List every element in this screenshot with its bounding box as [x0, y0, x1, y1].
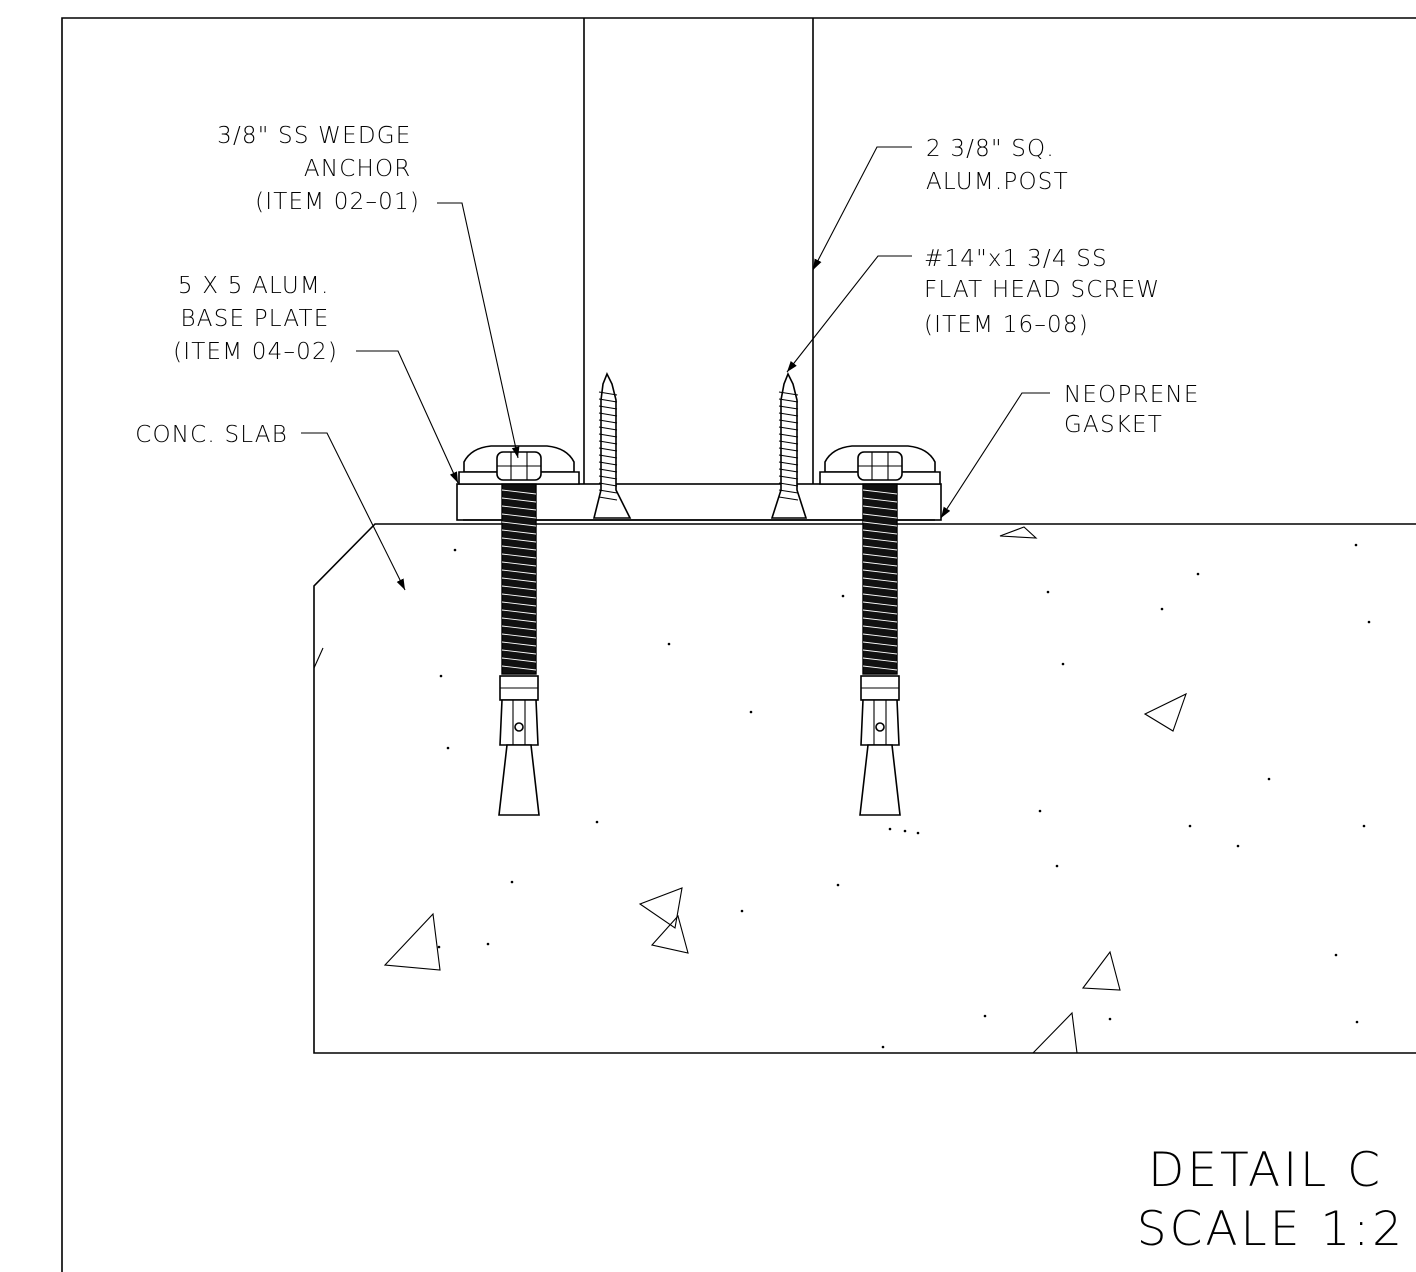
aggregate-dot: [740, 909, 744, 913]
aggregate-dot: [1160, 607, 1164, 611]
label-wedge-anchor: 3/8" SS WEDGE ANCHOR (ITEM 02–01): [217, 123, 420, 215]
aggregate-dot: [510, 880, 514, 884]
aggregate-dot: [1362, 824, 1366, 828]
aggregate-dot: [437, 945, 441, 949]
aggregate-dot: [903, 829, 907, 833]
aggregate-dot: [1188, 824, 1192, 828]
leader-lines: [301, 146, 1050, 591]
detail-title: DETAIL C: [1148, 1143, 1383, 1198]
aggregate-dot: [836, 883, 840, 887]
sheet-border: [61, 17, 1416, 1272]
aggregate-dot: [916, 831, 920, 835]
aggregate-dot: [486, 942, 490, 946]
base-plate: [456, 483, 942, 521]
aggregate-dot: [881, 1045, 885, 1049]
slab-aggregate-dots: [437, 543, 1371, 1049]
detail-scale: SCALE 1:2: [1137, 1202, 1405, 1257]
aggregate-dot: [1236, 844, 1240, 848]
flat-head-screw-left: [592, 372, 632, 519]
leader-gasket: [940, 392, 1050, 519]
aggregate-dot: [1055, 864, 1059, 868]
aggregate-dot: [749, 710, 753, 714]
aggregate-dot: [1046, 590, 1050, 594]
aggregate-dot: [1038, 809, 1042, 813]
slab-aggregate-triangles: [313, 526, 1187, 1054]
aggregate-dot: [1354, 543, 1358, 547]
label-post: 2 3/8" SQ. ALUM.POST: [926, 136, 1069, 195]
wedge-anchor-right: [819, 445, 941, 816]
aggregate-dot: [1355, 1020, 1359, 1024]
aggregate-dot: [1108, 1017, 1112, 1021]
label-conc-slab: CONC. SLAB: [135, 422, 288, 448]
aggregate-dot: [841, 594, 845, 598]
aggregate-dot: [1267, 777, 1271, 781]
flat-head-screw-right: [770, 372, 808, 519]
aggregate-dot: [888, 827, 892, 831]
wedge-anchor-left: [458, 445, 580, 816]
alum-post: [583, 18, 814, 484]
concrete-slab: [313, 523, 1416, 1054]
aggregate-dot: [1334, 953, 1338, 957]
label-screw: #14"x1 3/4 SS FLAT HEAD SCREW (ITEM 16–0…: [924, 246, 1169, 338]
leader-screw: [786, 255, 912, 373]
aggregate-dot: [667, 642, 671, 646]
label-base-plate: 5 X 5 ALUM. BASE PLATE (ITEM 04–02): [173, 273, 338, 365]
aggregate-dot: [595, 820, 599, 824]
leader-base-plate: [356, 350, 459, 484]
aggregate-dot: [446, 746, 450, 750]
aggregate-dot: [1061, 662, 1065, 666]
aggregate-dot: [1196, 572, 1200, 576]
leader-post: [812, 146, 912, 271]
aggregate-dot: [439, 674, 443, 678]
leader-wedge-anchor: [437, 202, 520, 459]
aggregate-dot: [983, 1014, 987, 1018]
label-gasket: NEOPRENE GASKET: [1064, 382, 1208, 438]
aggregate-dot: [453, 548, 457, 552]
aggregate-dot: [1367, 620, 1371, 624]
leader-conc-slab: [301, 432, 406, 591]
